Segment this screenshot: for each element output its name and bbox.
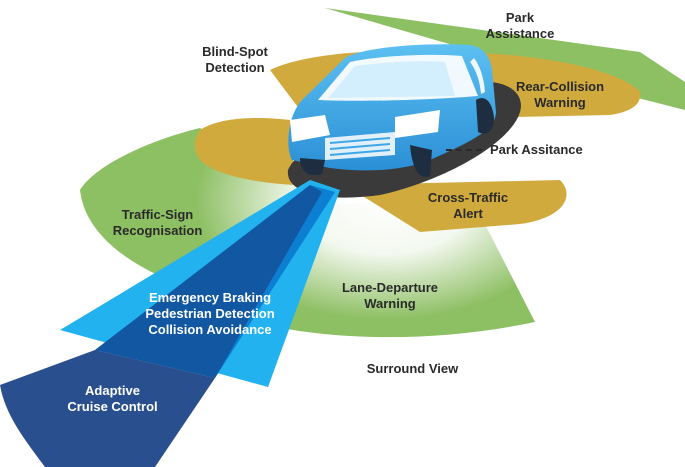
label-park-assistance-side: Park Assitance <box>490 142 583 157</box>
zone-cross-traffic <box>345 180 567 232</box>
beam-adaptive-cruise <box>0 350 215 467</box>
car-icon <box>288 44 496 177</box>
label-surround-view: Surround View <box>366 361 459 376</box>
beam-deep <box>95 185 322 378</box>
zone-side-left <box>194 118 295 185</box>
